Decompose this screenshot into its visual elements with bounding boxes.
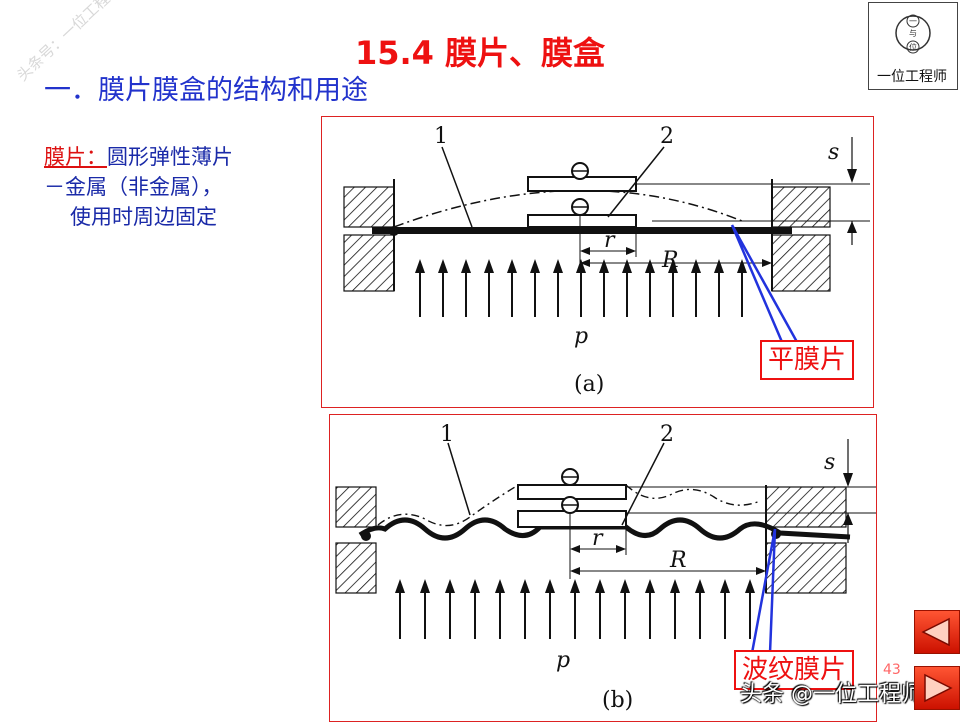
pressure-arrows <box>415 259 747 317</box>
s-dimension: s <box>636 137 870 245</box>
pressure-arrow-head <box>438 259 448 273</box>
pressure-arrow-head <box>745 579 755 593</box>
pressure-arrow-head <box>420 579 430 593</box>
pressure-arrows <box>395 579 755 639</box>
corrugated-diaphragm-diagram: 1 2 s r R p (b) <box>335 422 876 713</box>
page-number: 43 <box>883 662 901 678</box>
next-slide-button[interactable] <box>914 666 960 710</box>
pressure-arrow-head <box>395 579 405 593</box>
bullet-line-1-rest: 圆形弹性薄片 <box>107 145 233 169</box>
logo-seal-icon: 一 与 位 <box>895 14 931 54</box>
left-clamp <box>343 179 395 292</box>
pressure-arrow-head <box>595 579 605 593</box>
bullet-line-3: 使用时周边固定 <box>70 205 217 229</box>
flat-diaphragm-plate <box>372 227 792 234</box>
bullet-block: 膜片：圆形弹性薄片 －金属（非金属）， 使用时周边固定 <box>44 142 233 232</box>
pressure-arrow-head <box>599 259 609 273</box>
center-block <box>527 162 637 228</box>
label-s: s <box>828 140 839 165</box>
slide-subtitle: 一．膜片膜盒的结构和用途 <box>44 75 368 106</box>
corrugated-diaphragm <box>358 517 851 541</box>
pressure-arrow-head <box>507 259 517 273</box>
pressure-arrow-head <box>670 579 680 593</box>
s-dimension: s <box>626 439 876 543</box>
pressure-arrow-head <box>737 259 747 273</box>
pressure-arrow-head <box>720 579 730 593</box>
label-2: 2 <box>660 124 674 149</box>
pressure-arrow-head <box>470 579 480 593</box>
pressure-arrow-head <box>691 259 701 273</box>
flat-diaphragm-diagram: 1 2 s r R p (a) <box>343 124 870 397</box>
pressure-arrow-head <box>545 579 555 593</box>
triangle-right-icon <box>924 673 953 703</box>
bullet-term: 膜片： <box>44 145 107 169</box>
logo-char-3: 位 <box>909 42 917 52</box>
pressure-arrow-head <box>484 259 494 273</box>
bullet-line-2: －金属（非金属）， <box>44 175 223 199</box>
figure-a-panel: 1 2 s r R p (a) <box>321 116 874 408</box>
pressure-arrow-head <box>570 579 580 593</box>
pressure-arrow-head <box>622 259 632 273</box>
right-clamp <box>771 179 831 292</box>
left-clamp <box>335 486 377 594</box>
callout-flat-diaphragm: 平膜片 <box>760 340 855 380</box>
pressure-arrow-head <box>668 259 678 273</box>
pressure-arrow-head <box>495 579 505 593</box>
center-block <box>517 468 627 528</box>
pressure-arrow-head <box>461 259 471 273</box>
logo-char-2: 与 <box>909 29 917 38</box>
r-R-dimension: r R <box>569 513 767 579</box>
pressure-arrow-head <box>576 259 586 273</box>
pressure-arrow-head <box>445 579 455 593</box>
pressure-arrow-head <box>695 579 705 593</box>
pressure-arrow-head <box>714 259 724 273</box>
label-r: r <box>604 228 616 253</box>
right-clamp <box>765 485 847 594</box>
label-r: r <box>592 526 604 551</box>
label-1: 1 <box>440 422 454 447</box>
bullet-line-1: 膜片：圆形弹性薄片 <box>44 142 233 172</box>
logo-label: 一位工程师 <box>877 69 947 85</box>
logo: 一 与 位 <box>868 2 958 90</box>
label-p: p <box>556 648 570 673</box>
label-s: s <box>824 450 835 475</box>
footer-brand: 头条 @一位工程师 <box>740 682 923 707</box>
caption-a: (a) <box>574 372 604 397</box>
pressure-arrow-head <box>645 579 655 593</box>
pressure-arrow-head <box>520 579 530 593</box>
prev-slide-button[interactable] <box>914 610 960 654</box>
callout-corrugated-diaphragm: 波纹膜片 <box>734 650 855 690</box>
slide-title: 15.4 膜片、膜盒 <box>354 34 606 72</box>
pressure-arrow-head <box>530 259 540 273</box>
pressure-arrow-head <box>620 579 630 593</box>
pressure-arrow-head <box>553 259 563 273</box>
triangle-left-icon <box>921 617 950 647</box>
label-p: p <box>574 324 588 349</box>
r-R-dimension: r R <box>579 215 773 273</box>
pressure-arrow-head <box>415 259 425 273</box>
logo-char-1: 一 <box>909 17 917 26</box>
pressure-arrow-head <box>645 259 655 273</box>
label-2: 2 <box>660 422 674 447</box>
label-1: 1 <box>434 124 448 149</box>
caption-b: (b) <box>602 688 633 713</box>
label-R: R <box>669 548 687 573</box>
